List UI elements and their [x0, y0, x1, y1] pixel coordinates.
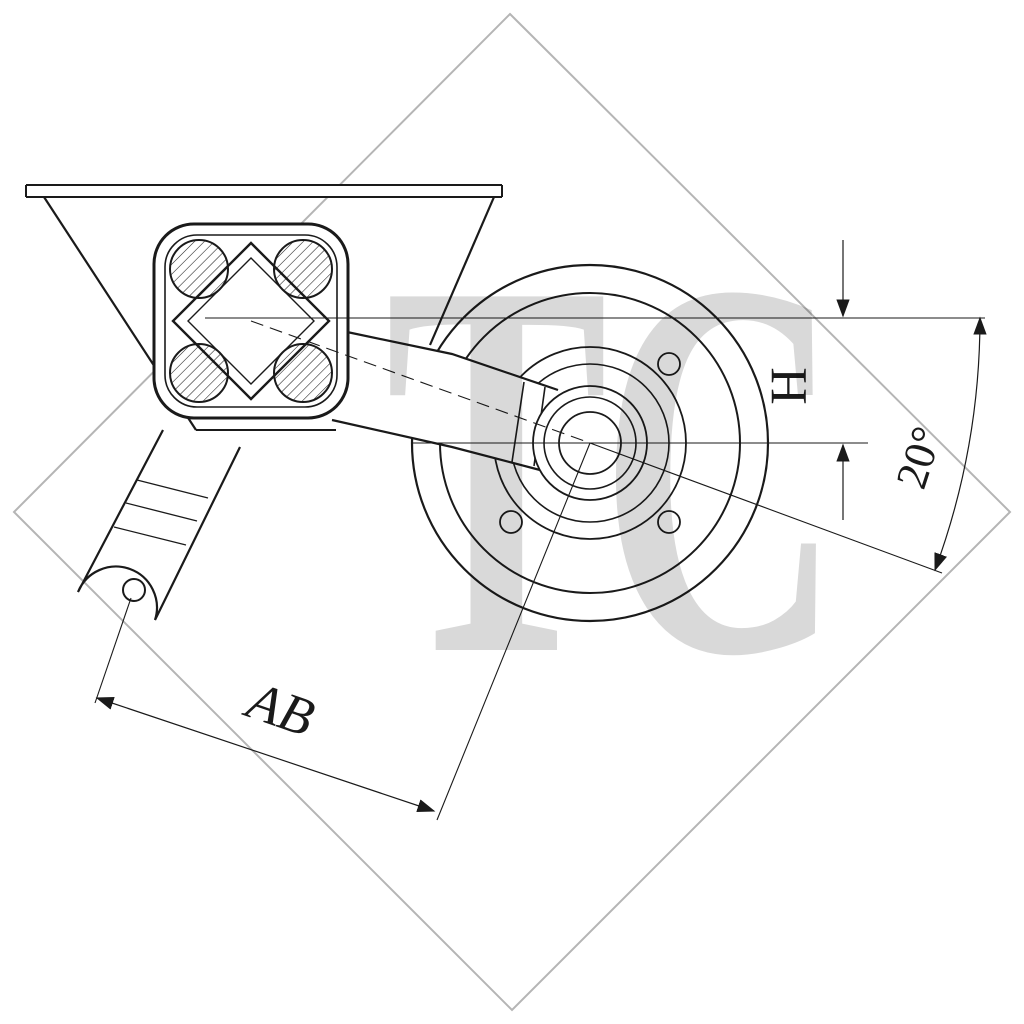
lower-arm-hole	[122, 578, 146, 602]
angle-arc	[934, 316, 987, 572]
arm-axis-extension	[589, 442, 943, 574]
rubber-cord	[169, 343, 229, 403]
watermark-text: TC	[385, 170, 833, 767]
rubber-cord	[169, 239, 229, 299]
mounting-bracket	[25, 184, 503, 431]
angle-label-20: 20°	[886, 421, 952, 495]
arm-tick-mark	[136, 479, 209, 499]
bracket-right-slant	[428, 196, 496, 346]
dimension-h: H	[761, 240, 850, 520]
arm-axis-dashed	[250, 320, 591, 444]
arm-tick-mark	[113, 526, 187, 546]
ab-extension-left	[94, 597, 132, 704]
inner-axle-square-inner	[187, 257, 315, 385]
swing-arm-top-edge	[346, 330, 559, 392]
torsion-tube-section	[152, 222, 350, 420]
ab-dimension-line	[95, 696, 436, 813]
ab-extension-right	[436, 442, 591, 821]
angle-dimension: 20°	[886, 316, 987, 572]
lower-arm	[76, 429, 241, 621]
tube-inner-wall	[164, 234, 338, 408]
swing-arm	[331, 330, 559, 472]
bracket-plate	[26, 185, 502, 197]
rubber-cord	[273, 239, 333, 299]
swing-arm-bottom-edge	[331, 418, 541, 472]
bolt-hole	[657, 352, 681, 376]
spindle-shoulder-line	[511, 381, 525, 463]
watermark: TC	[385, 170, 841, 767]
dimension-label-h: H	[761, 367, 818, 405]
arm-tick-mark	[125, 502, 198, 522]
bolt-hole	[499, 510, 523, 534]
bolt-hole	[657, 510, 681, 534]
dimension-label-ab: AB	[237, 669, 322, 748]
swing-arm-body	[332, 332, 558, 470]
rubber-cord	[273, 343, 333, 403]
lower-arm-body	[76, 429, 241, 621]
centerlines	[205, 317, 985, 574]
